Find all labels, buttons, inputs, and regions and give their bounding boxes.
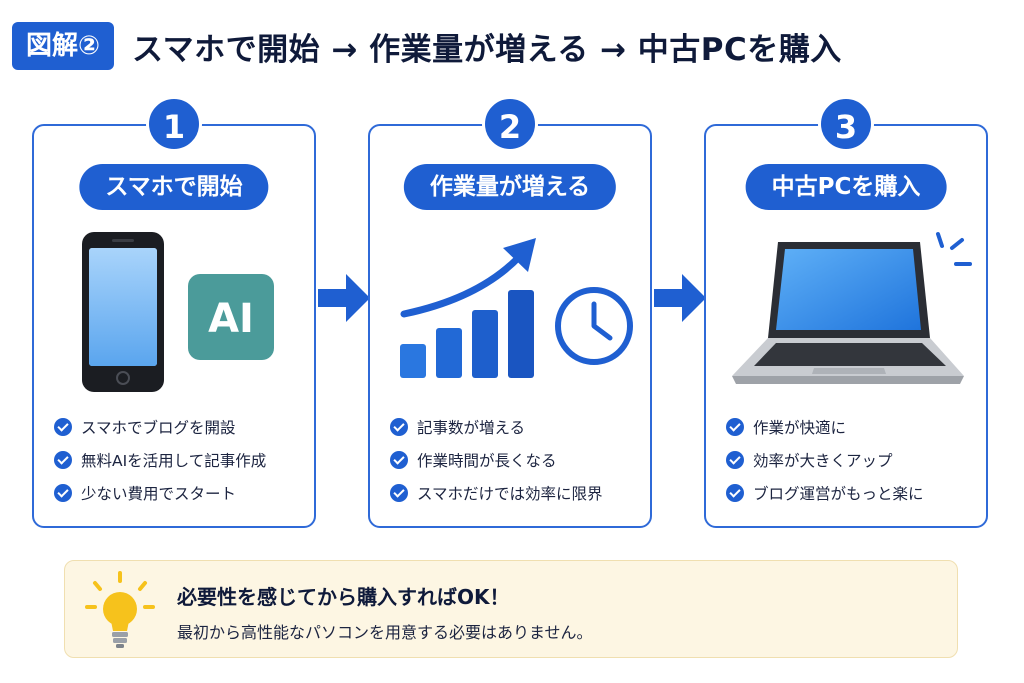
lightbulb-icon [85,571,155,648]
step-3-list: 作業が快適に 効率が大きくアップ ブログ運営がもっと楽に [726,410,924,509]
step-card-3: 3 中古PCを購入 作業が快適に 効率が大きくアップ ブログ運営がもっと楽に [704,96,988,528]
list-item: 少ない費用でスタート [54,476,266,509]
list-item: 作業時間が長くなる [390,443,603,476]
tip-box: 必要性を感じてから購入すればOK！ 最初から高性能なパソコンを用意する必要はあり… [64,560,958,658]
header: 図解② スマホで開始 → 作業量が増える → 中古PCを購入 [12,20,842,72]
tip-headline: 必要性を感じてから購入すればOK！ [177,585,510,609]
list-item: スマホだけでは効率に限界 [390,476,603,509]
laptop-illustration [732,232,972,384]
list-item: ブログ運営がもっと楽に [726,476,924,509]
check-icon [54,450,72,469]
ai-label: AI [208,296,254,342]
smartphone-ai-illustration: AI [82,232,274,392]
trend-arrow-icon [400,238,536,318]
step-title: スマホで開始 [79,164,269,210]
check-icon [726,450,744,469]
step-2-list: 記事数が増える 作業時間が長くなる スマホだけでは効率に限界 [390,410,603,509]
step-number: 2 [482,96,538,152]
check-icon [726,483,744,502]
check-icon [390,450,408,469]
step-title: 中古PCを購入 [745,164,947,210]
list-item: 効率が大きくアップ [726,443,924,476]
laptop-icon [732,242,964,384]
clock-icon [555,287,633,365]
smartphone-icon [82,232,164,392]
check-icon [390,417,408,436]
check-icon [54,483,72,502]
step-number: 3 [818,96,874,152]
check-icon [54,417,72,436]
list-item: 作業が快適に [726,410,924,443]
step-1-list: スマホでブログを開設 無料AIを活用して記事作成 少ない費用でスタート [54,410,266,509]
list-item: 無料AIを活用して記事作成 [54,443,266,476]
tip-body: 最初から高性能なパソコンを用意する必要はありません。 [177,623,593,642]
growth-chart-clock-illustration [400,238,633,378]
ai-icon: AI [188,274,274,360]
arrow-right-icon [654,274,706,322]
check-icon [390,483,408,502]
arrow-right-icon [318,274,370,322]
figure-badge: 図解② [12,22,115,70]
bar-chart-icon [400,290,534,378]
sparkle-icon [936,232,972,266]
step-card-1: 1 スマホで開始 AI スマホでブログを開設 無料AIを活用して記事作成 少ない… [32,96,316,528]
step-card-2: 2 作業量が増える 記事数が増える 作業時間が長くなる スマホだけでは効率に限界 [368,96,652,528]
step-title: 作業量が増える [403,164,617,210]
step-number: 1 [146,96,202,152]
page-title: スマホで開始 → 作業量が増える → 中古PCを購入 [132,31,842,68]
list-item: スマホでブログを開設 [54,410,266,443]
list-item: 記事数が増える [390,410,603,443]
check-icon [726,417,744,436]
